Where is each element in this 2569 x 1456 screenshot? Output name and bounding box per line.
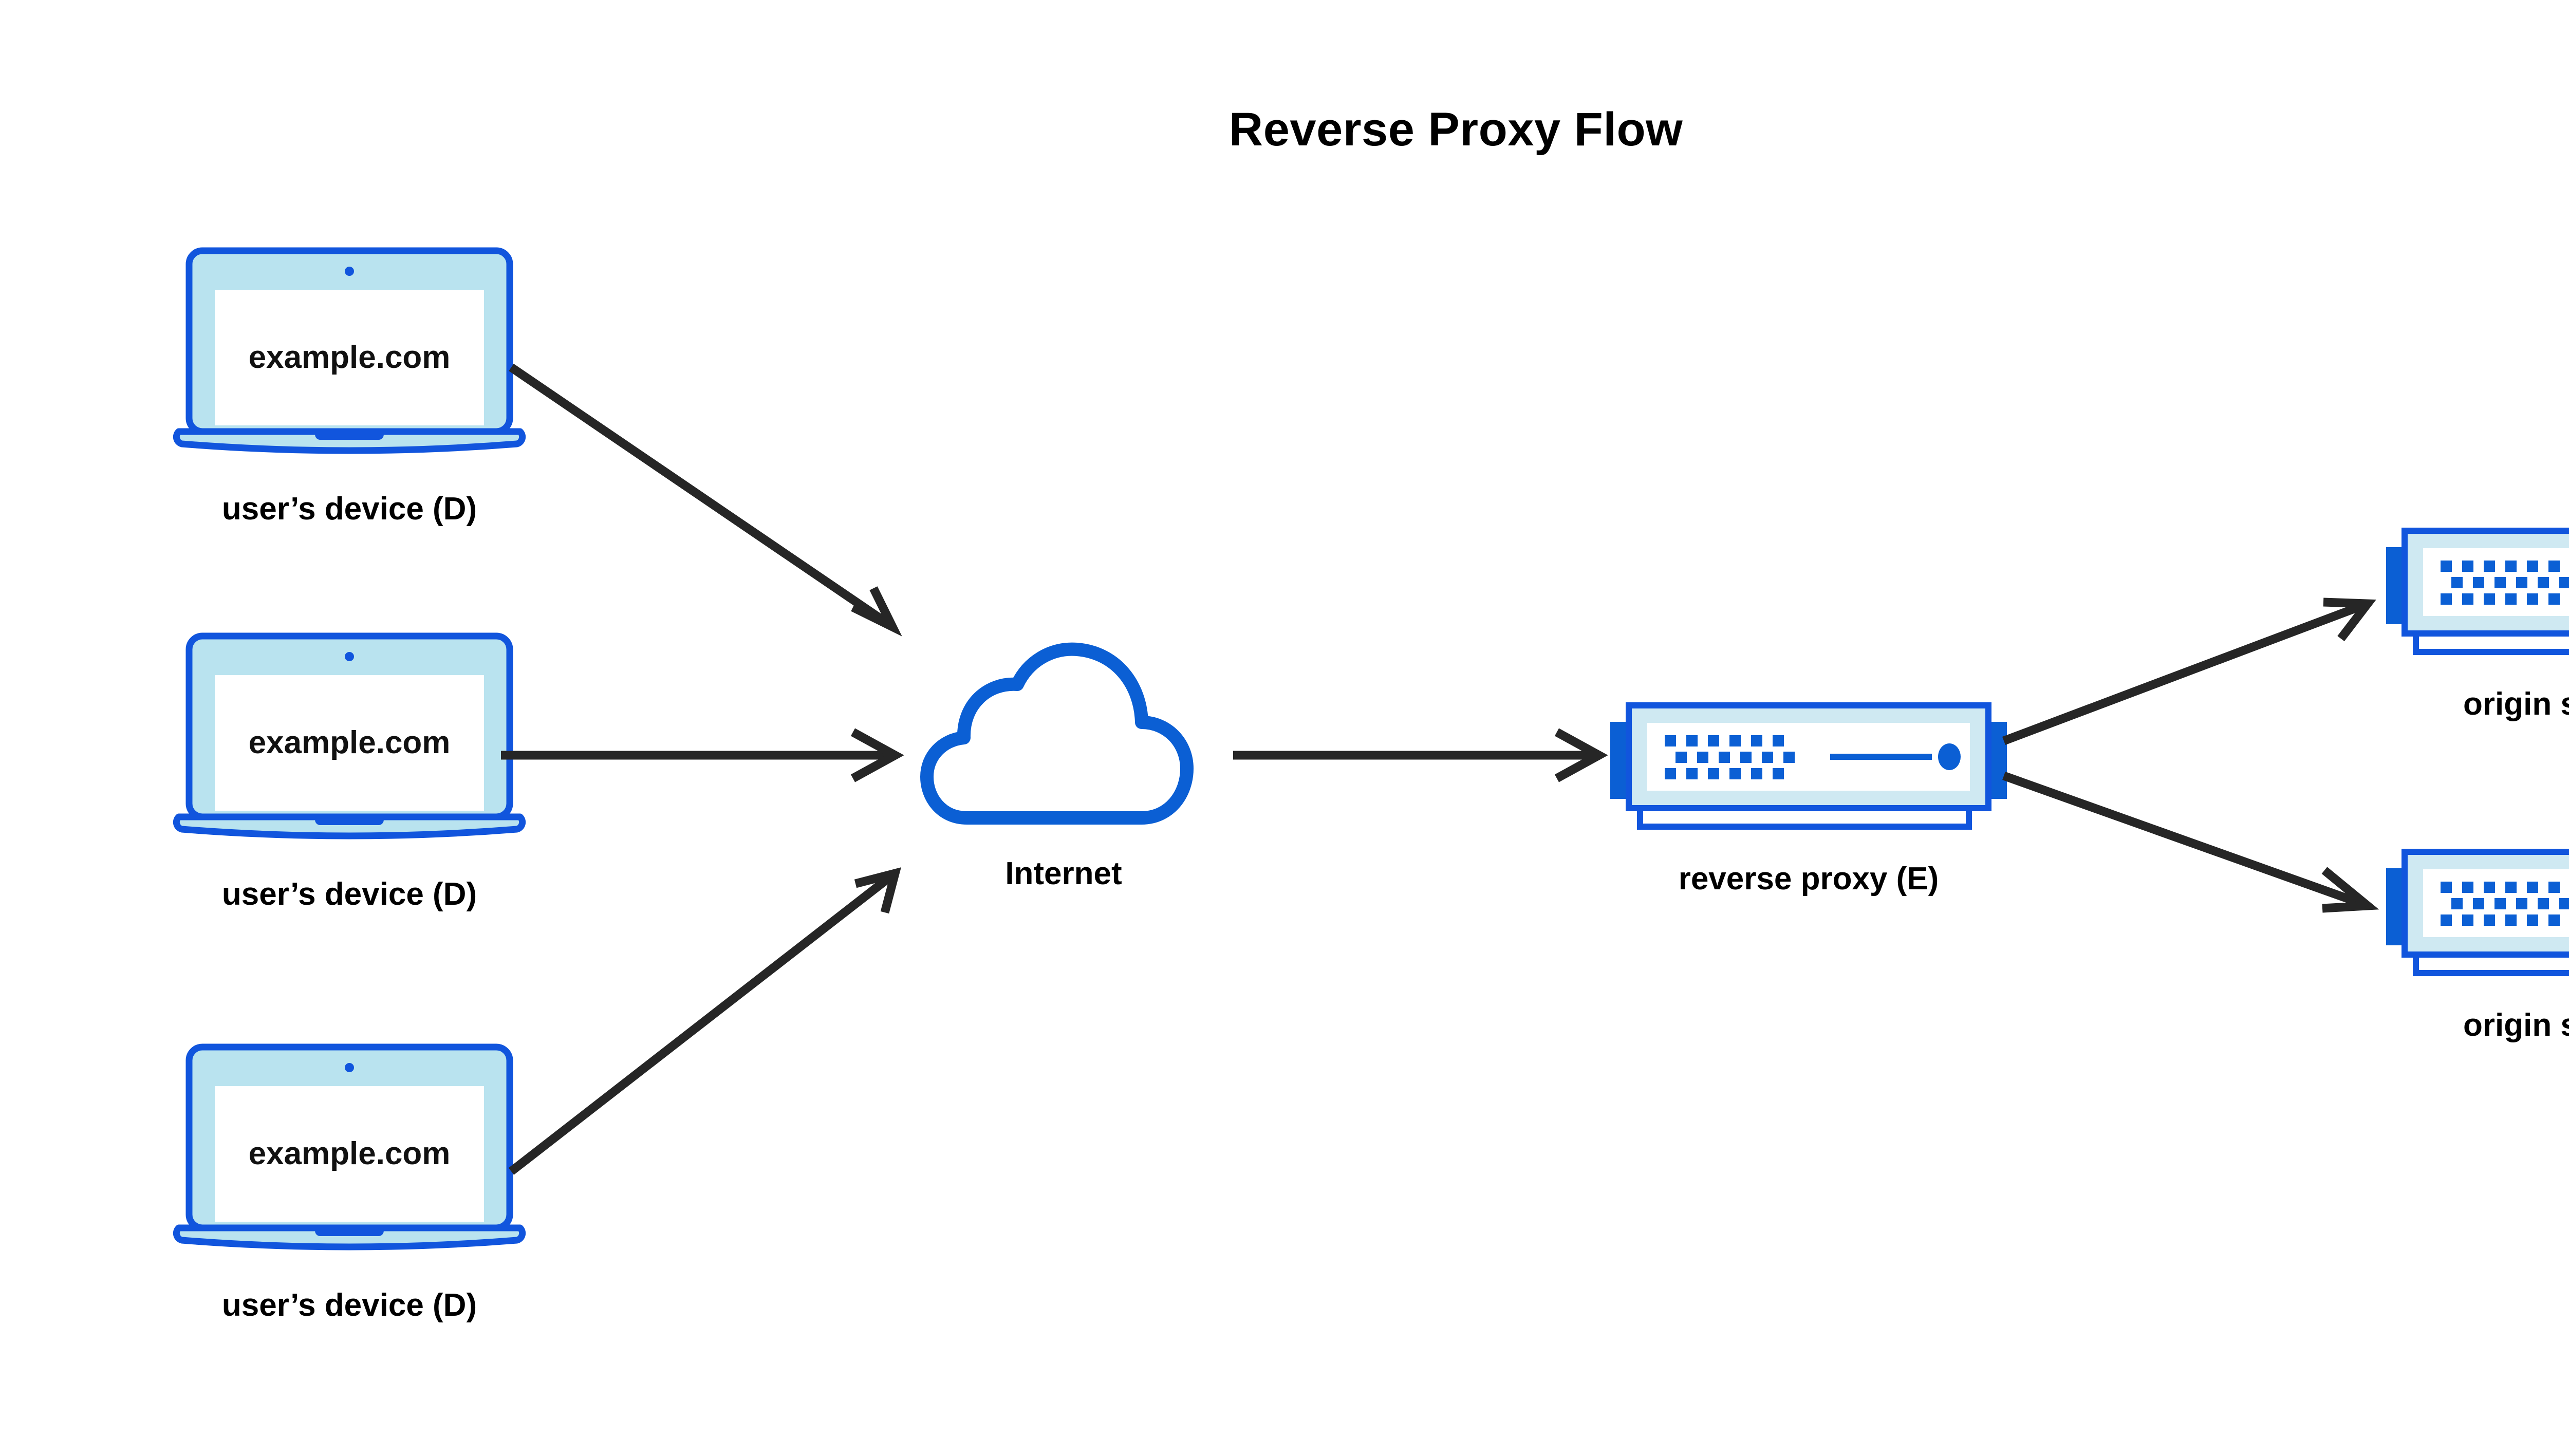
page-title: Reverse Proxy Flow <box>1228 103 1683 156</box>
laptop-icon: example.com <box>173 247 526 454</box>
origin-caption-1: origin server (F) <box>2463 686 2569 722</box>
client-screen-url-1: example.com <box>249 340 451 375</box>
laptop-icon: example.com <box>173 632 526 839</box>
flow-arrow-proxy-to-origin2 <box>2002 771 2379 913</box>
client-caption-2: user’s device (D) <box>221 876 477 912</box>
flow-arrow-client1-to-internet <box>509 363 902 637</box>
proxy-caption: reverse proxy (E) <box>1678 861 1939 897</box>
internet-caption: Internet <box>1005 856 1122 891</box>
flow-arrow-client2-to-internet <box>501 728 904 782</box>
flow-arrow-client3-to-internet <box>508 867 901 1175</box>
origin-node-1[interactable] <box>2384 521 2569 665</box>
flow-arrow-internet-to-proxy <box>1233 728 1608 782</box>
proxy-node[interactable] <box>1608 696 2009 840</box>
client-caption-3: user’s device (D) <box>221 1287 477 1323</box>
client-node-3[interactable]: example.com <box>173 1043 526 1259</box>
client-screen-url-2: example.com <box>249 725 451 760</box>
server-icon <box>2386 849 2569 976</box>
client-caption-1: user’s device (D) <box>221 491 477 527</box>
server-icon <box>2386 528 2569 655</box>
client-node-1[interactable]: example.com <box>173 247 526 462</box>
server-icon <box>1610 702 2007 830</box>
internet-node[interactable] <box>920 642 1207 827</box>
cloud-icon <box>920 642 1194 825</box>
client-screen-url-3: example.com <box>249 1136 451 1171</box>
origin-node-2[interactable] <box>2384 843 2569 986</box>
client-node-2[interactable]: example.com <box>173 632 526 848</box>
flow-arrow-proxy-to-origin1 <box>2002 598 2376 745</box>
origin-caption-2: origin server (F) <box>2463 1007 2569 1043</box>
laptop-icon: example.com <box>173 1043 526 1250</box>
